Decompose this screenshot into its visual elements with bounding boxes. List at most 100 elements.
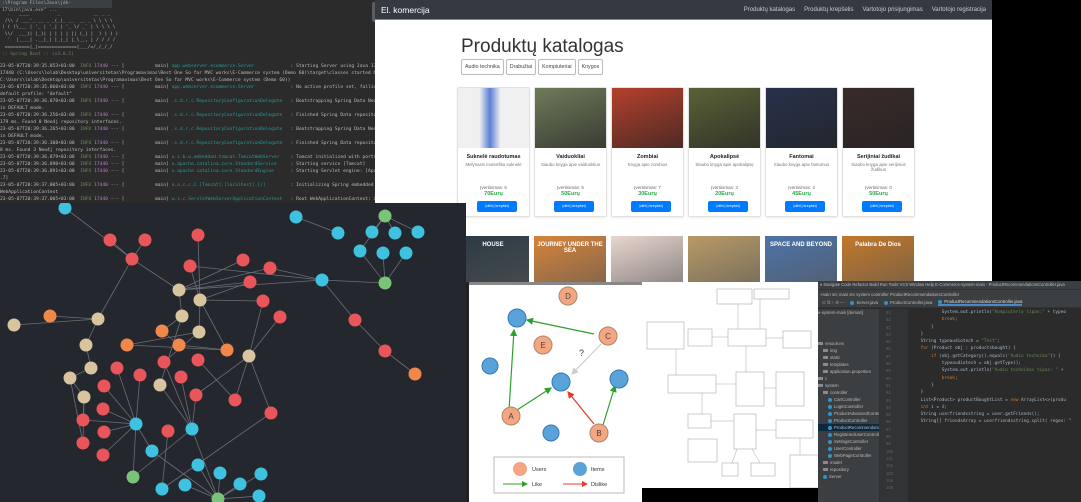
graph-node[interactable] — [233, 477, 247, 491]
graph-node[interactable] — [174, 370, 188, 384]
graph-node[interactable] — [133, 368, 147, 382]
graph-node[interactable] — [411, 225, 425, 239]
project-tree-item[interactable]: system — [818, 382, 879, 389]
graph-node[interactable] — [76, 413, 90, 427]
graph-node[interactable] — [189, 388, 203, 402]
product-image[interactable] — [611, 236, 683, 283]
graph-node[interactable] — [77, 390, 91, 404]
graph-node[interactable] — [153, 378, 167, 392]
graph-node[interactable] — [254, 467, 268, 481]
add-to-cart-button[interactable]: Įdėti į krepšelį — [708, 201, 748, 212]
graph-node[interactable] — [155, 482, 169, 496]
graph-node[interactable] — [376, 246, 390, 260]
graph-node[interactable] — [43, 309, 57, 323]
graph-node[interactable] — [96, 448, 110, 462]
graph-node[interactable] — [236, 253, 250, 267]
graph-node[interactable] — [157, 355, 171, 369]
graph-node[interactable] — [91, 312, 105, 326]
product-image[interactable] — [458, 88, 529, 148]
graph-node[interactable] — [79, 338, 93, 352]
graph-node[interactable] — [348, 313, 362, 327]
add-to-cart-button[interactable]: Įdėti į krepšelį — [554, 201, 594, 212]
graph-node[interactable] — [183, 259, 197, 273]
graph-node[interactable] — [172, 283, 186, 297]
add-to-cart-button[interactable]: Įdėti į krepšelį — [862, 201, 902, 212]
graph-node[interactable] — [103, 233, 117, 247]
project-tree-item[interactable]: img — [818, 347, 879, 354]
graph-node[interactable] — [211, 492, 225, 502]
graph-node[interactable] — [264, 406, 278, 420]
project-tree-item[interactable]: c — [818, 375, 879, 382]
graph-node[interactable] — [220, 343, 234, 357]
add-to-cart-button[interactable]: Įdėti į krepšelį — [785, 201, 825, 212]
toolbar-icons[interactable]: ⊙ ⇅ ÷ ⚙ — — [822, 299, 845, 305]
nav-login[interactable]: Vartotojo prisijungimas — [862, 6, 923, 13]
graph-node[interactable] — [125, 252, 139, 266]
graph-node[interactable] — [353, 244, 367, 258]
project-tree-item[interactable]: model — [818, 459, 879, 466]
project-tree-item[interactable]: static — [818, 354, 879, 361]
graph-node[interactable] — [110, 361, 124, 375]
graph-node[interactable] — [97, 379, 111, 393]
project-tree-item[interactable]: resources — [818, 340, 879, 347]
product-image[interactable]: JOURNEY UNDER THE SEA — [534, 236, 606, 283]
project-tree-item[interactable]: Server — [818, 473, 879, 480]
graph-node[interactable] — [76, 436, 90, 450]
graph-node[interactable] — [172, 338, 186, 352]
category-computers[interactable]: Kompiuteriai — [538, 59, 576, 75]
graph-node[interactable] — [97, 425, 111, 439]
graph-node[interactable] — [58, 203, 72, 215]
tab-product-recommendations[interactable]: ProductRecommendationsController.java — [938, 299, 1023, 306]
graph-node[interactable] — [178, 478, 192, 492]
product-image[interactable]: HOUSE — [457, 236, 529, 283]
add-to-cart-button[interactable]: Įdėti į krepšelį — [477, 201, 517, 212]
project-tree-item[interactable]: WebPageController — [818, 452, 879, 459]
product-image[interactable] — [612, 88, 683, 148]
console-scrollbar[interactable] — [372, 2, 376, 22]
ide-menu-bar[interactable]: e Navigate Code Refactor Build Run Tools… — [818, 281, 1081, 289]
graph-node[interactable] — [191, 458, 205, 472]
project-tree-item[interactable]: templates — [818, 361, 879, 368]
graph-node[interactable] — [126, 470, 140, 484]
graph-node[interactable] — [193, 293, 207, 307]
project-tree-item[interactable]: application.properties — [818, 368, 879, 375]
graph-node[interactable] — [243, 275, 257, 289]
nav-catalog[interactable]: Produktų katalogas — [743, 6, 796, 13]
product-image[interactable]: Palabra De Dios — [842, 236, 914, 283]
graph-node[interactable] — [228, 393, 242, 407]
project-tree-item[interactable]: ProductRecommendation — [818, 424, 879, 431]
graph-node[interactable] — [96, 402, 110, 416]
graph-node[interactable] — [192, 325, 206, 339]
category-audio[interactable]: Audio technika — [461, 59, 504, 75]
graph-node[interactable] — [378, 209, 392, 223]
graph-node[interactable] — [408, 367, 422, 381]
graph-node[interactable] — [191, 353, 205, 367]
graph-node[interactable] — [129, 417, 143, 431]
graph-node[interactable] — [378, 276, 392, 290]
graph-node[interactable] — [155, 324, 169, 338]
graph-node[interactable] — [365, 225, 379, 239]
product-image[interactable] — [535, 88, 606, 148]
graph-node[interactable] — [185, 422, 199, 436]
project-root[interactable]: e-system-main [demo6] — [818, 310, 863, 315]
graph-node[interactable] — [191, 228, 205, 242]
graph-canvas[interactable] — [0, 203, 466, 502]
graph-node[interactable] — [273, 310, 287, 324]
product-image[interactable] — [766, 88, 837, 148]
project-tree-item[interactable]: RegisteredUserController — [818, 431, 879, 438]
nav-register[interactable]: Vartotojo registracija — [931, 6, 986, 13]
graph-node[interactable] — [399, 246, 413, 260]
graph-node[interactable] — [120, 338, 134, 352]
tab-product-controller[interactable]: ProductController.java — [883, 300, 932, 305]
tab-server[interactable]: Server.java — [850, 300, 878, 305]
brand-logo[interactable]: El. komercija — [381, 4, 430, 15]
graph-node[interactable] — [378, 344, 392, 358]
graph-node[interactable] — [388, 226, 402, 240]
graph-node[interactable] — [145, 444, 159, 458]
project-tree-item[interactable]: ProductAdvancedControl — [818, 410, 879, 417]
product-image[interactable] — [688, 236, 760, 283]
project-tree-item[interactable]: controller — [818, 389, 879, 396]
category-clothing[interactable]: Drabužiai — [505, 59, 537, 75]
code-editor[interactable]: System.out.println("Kompiuterio tipas:" … — [910, 309, 1081, 502]
graph-node[interactable] — [213, 466, 227, 480]
